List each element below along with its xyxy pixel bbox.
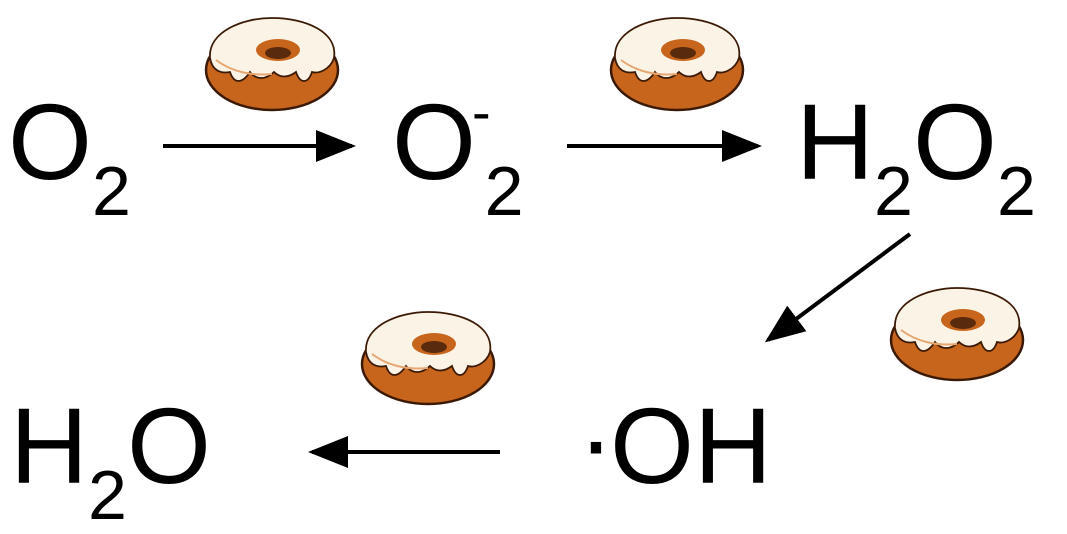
water-o: O bbox=[126, 385, 211, 506]
species-hydrogen-peroxide: H2O2 bbox=[796, 88, 1036, 227]
water-h-subscript: 2 bbox=[88, 456, 127, 534]
peroxide-h: H bbox=[796, 81, 874, 202]
radical-dot: · bbox=[578, 379, 614, 500]
donut-icon bbox=[360, 310, 496, 406]
peroxide-h-subscript: 2 bbox=[874, 152, 913, 230]
superoxide-subscript: 2 bbox=[484, 152, 524, 230]
species-oxygen: O2 bbox=[8, 88, 131, 227]
oxygen-symbol: O bbox=[8, 81, 93, 202]
superoxide-symbol: O bbox=[392, 81, 477, 202]
species-superoxide: O-2 bbox=[392, 84, 524, 227]
peroxide-o: O bbox=[912, 81, 997, 202]
water-h: H bbox=[10, 385, 88, 506]
hydroxyl-symbol: OH bbox=[609, 385, 772, 506]
oxygen-subscript: 2 bbox=[92, 152, 131, 230]
reaction-diagram bbox=[163, 16, 1025, 468]
arrow-peroxide-to-hydroxyl bbox=[764, 232, 912, 343]
superoxide-charge: - bbox=[472, 80, 491, 143]
donut-icon bbox=[609, 16, 745, 112]
donut-icon bbox=[204, 16, 340, 112]
species-hydroxyl-radical: ·OH bbox=[578, 386, 772, 500]
peroxide-o-subscript: 2 bbox=[996, 152, 1036, 230]
species-water: H2O bbox=[10, 392, 211, 531]
donut-icon bbox=[889, 286, 1025, 382]
